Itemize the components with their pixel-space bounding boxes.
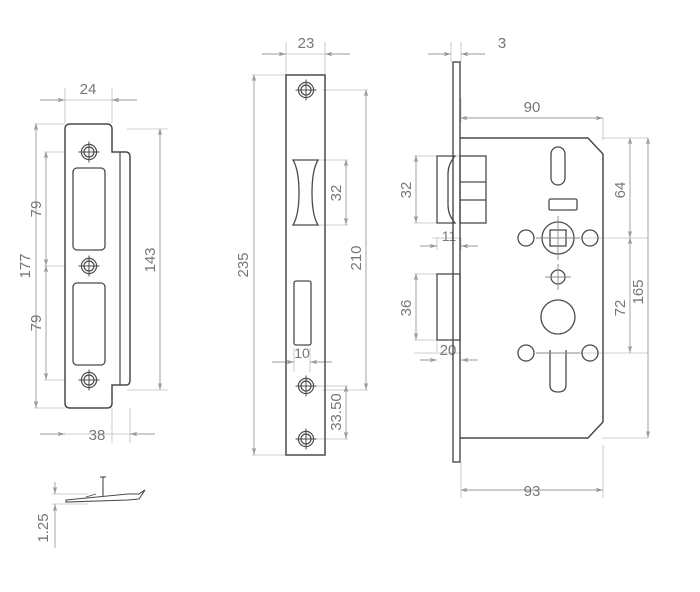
- lock-body-view: 3 90 32 11 36 20: [398, 35, 651, 500]
- faceplate-screw-hole-mid: [294, 374, 318, 398]
- lock-forend-plate: [452, 61, 461, 463]
- fixing-hole-upper-right: [581, 229, 599, 247]
- case-slot-vertical: [550, 146, 566, 186]
- strike-cutout-lower: [72, 282, 106, 366]
- dim-165-label: 165: [630, 279, 647, 304]
- dim-93: 93: [460, 483, 603, 500]
- strike-cutout-upper: [72, 167, 106, 251]
- dim-32-centre-label: 32: [328, 185, 345, 202]
- strike-screw-hole-bottom: [77, 368, 101, 392]
- dim-33-50: 33.50: [328, 385, 349, 439]
- dim-36: 36: [398, 273, 419, 340]
- dim-90: 90: [460, 99, 603, 121]
- detail-extension-lines: [52, 493, 88, 505]
- latch-bolt-projection: [436, 155, 457, 224]
- dim-64: 64: [612, 137, 633, 238]
- euro-cylinder-keyhole: [540, 299, 576, 393]
- dim-210: 210: [348, 89, 369, 390]
- dim-79-lower: 79: [28, 265, 49, 380]
- dim-24-label: 24: [80, 81, 97, 98]
- dim-1-25: 1.25: [35, 482, 58, 548]
- fixing-hole-lower-left: [517, 344, 535, 362]
- dim-64-label: 64: [612, 182, 629, 199]
- strike-screw-hole-top: [77, 140, 101, 164]
- dim-23-label: 23: [298, 35, 315, 52]
- centre-pin-hole: [545, 264, 571, 290]
- strike-plate-view: 24 177 79 79 143 38: [17, 81, 168, 444]
- dim-32-centre: 32: [328, 159, 349, 225]
- faceplate-screw-hole-top: [294, 78, 318, 102]
- dim-72-label: 72: [612, 300, 629, 317]
- dim-79-upper-label: 79: [28, 201, 45, 218]
- spindle-hole: [536, 216, 580, 260]
- dim-36-label: 36: [398, 300, 415, 317]
- case-slot-horizontal: [548, 198, 578, 211]
- section-profile: [65, 489, 146, 503]
- faceplate-latch-opening: [291, 159, 320, 226]
- dim-10-label: 10: [294, 345, 310, 361]
- dim-165: 165: [630, 137, 651, 438]
- section-detail-view: 1.25: [35, 476, 146, 548]
- fixing-hole-lower-right: [581, 344, 599, 362]
- fixing-hole-upper-left: [517, 229, 535, 247]
- strike-plate-outline: [64, 123, 131, 409]
- dim-177: 177: [17, 123, 39, 408]
- section-detail-line: [85, 493, 97, 498]
- dim-10: 10: [272, 345, 332, 365]
- faceplate-screw-hole-bottom: [294, 427, 318, 451]
- dead-bolt-projection: [436, 273, 461, 341]
- dim-235: 235: [235, 74, 257, 455]
- dim-79-lower-label: 79: [28, 315, 45, 332]
- dim-32-right-label: 32: [398, 182, 415, 199]
- dim-3-label: 3: [498, 35, 506, 52]
- faceplate-view: 23 235 32 210 10 33.50: [235, 35, 369, 456]
- faceplate-bolt-slot: [293, 280, 312, 346]
- dim-79-upper: 79: [28, 151, 49, 266]
- latch-bolt-tail: [459, 155, 487, 224]
- dim-38-label: 38: [89, 427, 106, 444]
- lock-case-outline: [460, 137, 604, 439]
- dim-38: 38: [40, 427, 155, 444]
- dim-20-label: 20: [440, 342, 457, 359]
- dim-143: 143: [142, 128, 163, 390]
- dim-1-25-label: 1.25: [35, 513, 52, 542]
- dim-3: 3: [428, 35, 506, 57]
- dim-90-label: 90: [524, 99, 541, 116]
- dim-20: 20: [420, 342, 478, 363]
- dim-24: 24: [40, 81, 137, 103]
- dim-72: 72: [612, 237, 633, 353]
- dim-210-label: 210: [348, 245, 365, 270]
- dim-93-label: 93: [524, 483, 541, 500]
- dim-23: 23: [262, 35, 350, 57]
- dim-32-right: 32: [398, 155, 419, 223]
- dim-143-label: 143: [142, 247, 159, 272]
- dim-33-50-label: 33.50: [328, 393, 345, 431]
- dim-235-label: 235: [235, 252, 252, 277]
- faceplate-outline: [285, 74, 326, 456]
- faceplate-extension-lines: [252, 42, 368, 456]
- strike-screw-hole-mid: [77, 254, 101, 278]
- dim-177-label: 177: [17, 253, 34, 278]
- dim-11-label: 11: [442, 228, 457, 244]
- dim-11: 11: [420, 228, 478, 249]
